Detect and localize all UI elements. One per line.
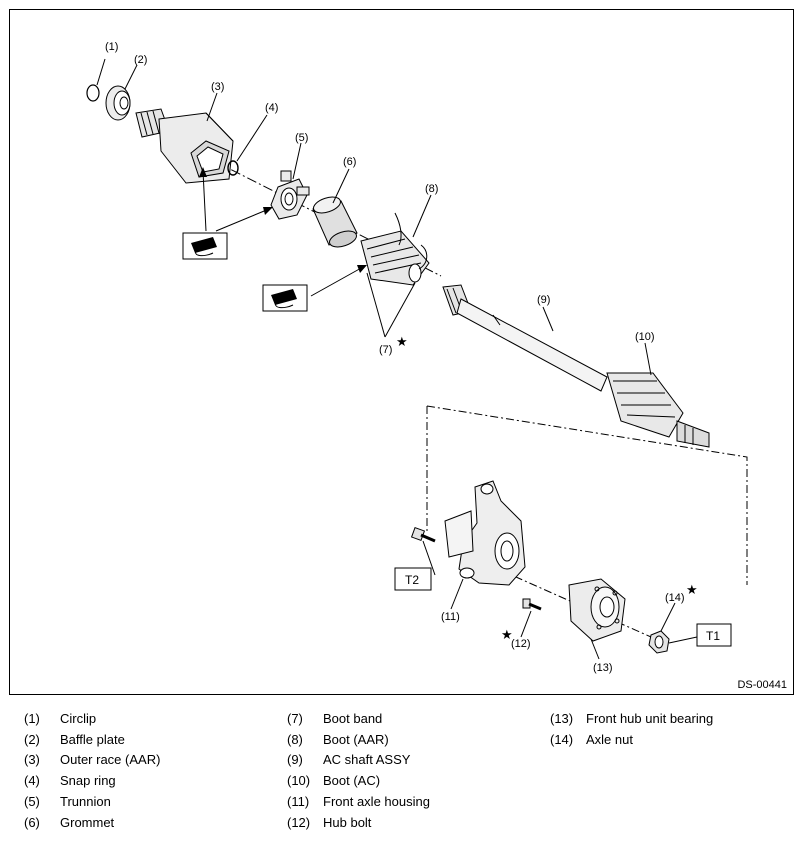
legend-item-number: (14) bbox=[550, 731, 574, 747]
callout-5: (5) bbox=[295, 132, 308, 144]
legend-item-number: (7) bbox=[287, 711, 303, 726]
legend-item-name: Snap ring bbox=[60, 773, 116, 789]
assembly-reference-line bbox=[426, 405, 748, 585]
exploded-view-drawing: (1) (2) (3) (4) (5) (6) (8) (7) (9) (10)… bbox=[86, 41, 748, 674]
knuckle-bolt-part bbox=[410, 526, 436, 543]
callout-1: (1) bbox=[105, 41, 118, 53]
star-mark-12: ★ bbox=[501, 627, 513, 642]
hub-bearing-part bbox=[568, 578, 626, 642]
torque-box-t1: T1 bbox=[696, 623, 732, 647]
svg-text:T1: T1 bbox=[706, 629, 720, 643]
legend-item-number: (10) bbox=[287, 773, 311, 789]
leader-arrowheads bbox=[199, 167, 367, 273]
legend-item-name: Circlip bbox=[60, 711, 97, 726]
leader-lines bbox=[96, 58, 698, 660]
legend-item-number: (9) bbox=[287, 752, 303, 768]
circlip-part bbox=[86, 84, 100, 102]
axle-nut-part bbox=[648, 630, 670, 654]
legend-item-name: AC shaft ASSY bbox=[323, 752, 411, 768]
callout-14: (14) bbox=[665, 592, 685, 604]
legend-item-name: Boot (AC) bbox=[323, 773, 381, 789]
svg-text:T2: T2 bbox=[405, 573, 419, 587]
grommet-part bbox=[312, 196, 358, 248]
snap-ring-part bbox=[227, 160, 239, 176]
legend-item-number: (13) bbox=[550, 711, 574, 726]
front-axle-housing-part bbox=[444, 480, 526, 586]
grease-icon bbox=[262, 284, 308, 312]
legend-item-number: (6) bbox=[24, 814, 40, 830]
callout-9: (9) bbox=[537, 294, 550, 306]
callout-3: (3) bbox=[211, 81, 224, 93]
legend-item-name: Baffle plate bbox=[60, 731, 125, 747]
callout-10: (10) bbox=[635, 331, 655, 343]
ac-shaft-part bbox=[442, 284, 608, 392]
callout-2: (2) bbox=[134, 54, 147, 66]
legend-item-number: (2) bbox=[24, 731, 40, 747]
callout-7: (7) bbox=[379, 344, 392, 356]
legend-item-number: (3) bbox=[24, 752, 40, 768]
legend-item-name: Trunnion bbox=[60, 793, 111, 809]
torque-box-t2: T2 bbox=[394, 567, 432, 591]
legend-item-name: Boot (AAR) bbox=[323, 731, 389, 747]
legend-item-name: Grommet bbox=[60, 814, 115, 830]
star-mark-7: ★ bbox=[396, 334, 408, 349]
legend-item-number: (1) bbox=[24, 711, 40, 726]
legend-item-name: Outer race (AAR) bbox=[60, 752, 161, 768]
legend-item-number: (11) bbox=[287, 793, 310, 809]
legend-item-number: (4) bbox=[24, 773, 40, 789]
legend-item-name: Front hub unit bearing bbox=[586, 711, 714, 726]
diagram-frame: (1) (2) (3) (4) (5) (6) (8) (7) (9) (10)… bbox=[9, 9, 794, 695]
callout-11: (11) bbox=[441, 611, 460, 623]
legend-item-name: Boot band bbox=[323, 711, 383, 726]
callout-12: (12) bbox=[511, 638, 531, 650]
boot-ac-part bbox=[606, 372, 710, 448]
document-code: DS-00441 bbox=[737, 679, 787, 691]
callout-6: (6) bbox=[343, 156, 356, 168]
grease-icon bbox=[182, 232, 228, 260]
legend-item-name: Axle nut bbox=[586, 731, 633, 747]
boot-aar-part bbox=[360, 212, 430, 286]
legend-item-name: Hub bolt bbox=[323, 814, 372, 830]
callout-13: (13) bbox=[593, 662, 613, 674]
legend-item-name: Front axle housing bbox=[323, 793, 430, 809]
legend-item-number: (8) bbox=[287, 731, 303, 747]
hub-bolt-part bbox=[522, 598, 542, 611]
star-mark-14: ★ bbox=[686, 582, 698, 597]
trunnion-part bbox=[270, 170, 310, 220]
legend-item-number: (12) bbox=[287, 814, 311, 830]
callout-8: (8) bbox=[425, 183, 438, 195]
parts-legend: (1) Circlip (2) Baffle plate (3) Outer race (… bbox=[0, 711, 804, 836]
outer-race-part bbox=[135, 108, 234, 184]
legend-item-number: (5) bbox=[24, 793, 40, 809]
callout-4: (4) bbox=[265, 102, 278, 114]
baffle-plate-part bbox=[105, 85, 131, 121]
